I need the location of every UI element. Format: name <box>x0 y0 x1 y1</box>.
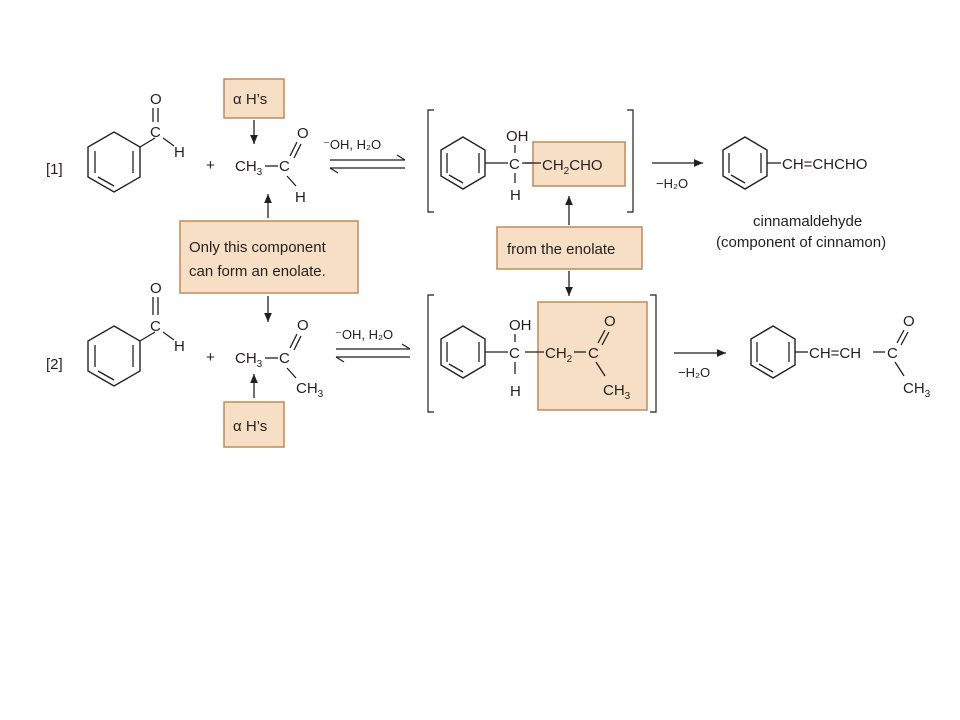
carbonyl-oxygen: O <box>150 91 162 108</box>
alpha-h-callout-bottom: α H’s <box>223 374 285 448</box>
benzaldehyde-2: C O H <box>87 280 185 387</box>
cinnamaldehyde: CH=CHCHO cinnamaldehyde (component of ci… <box>716 136 886 251</box>
methyl-group: CH3 <box>603 382 631 402</box>
product-description: (component of cinnamon) <box>716 234 886 251</box>
enolate-note-callout: Only this component can form an enolate. <box>179 194 359 322</box>
alkene-chain: CH=CH <box>809 345 861 362</box>
ch2-group: CH2 <box>545 345 573 365</box>
acetaldehyde: CH3 C O H <box>235 125 309 206</box>
equilibrium-arrow-1: ⁻OH, H₂O <box>323 137 406 174</box>
hydroxyl: OH <box>506 128 529 145</box>
methyl-group: CH3 <box>235 350 263 370</box>
dehydration-arrow-2: −H₂O <box>674 349 726 380</box>
alpha-h-label: α H’s <box>233 91 267 108</box>
enolate-highlight-1 <box>532 141 626 187</box>
carbonyl-carbon: C <box>279 158 290 175</box>
reaction-2: [2] C O H + CH3 C O CH3 <box>46 280 931 448</box>
propenal-chain: CH=CHCHO <box>782 156 867 173</box>
reaction-1-label: [1] <box>46 161 63 178</box>
dehydration-arrow-1: −H₂O <box>652 159 703 191</box>
product-name: cinnamaldehyde <box>753 213 862 230</box>
enolate-note-line-1: Only this component <box>189 239 327 256</box>
benzaldehyde-1: C O H <box>87 91 185 193</box>
carbonyl-carbon: C <box>150 124 161 141</box>
methyl-group-2: CH3 <box>296 380 324 400</box>
from-enolate-label: from the enolate <box>507 241 615 258</box>
carbinol-carbon: C <box>509 156 520 173</box>
carbinol-carbon: C <box>509 345 520 362</box>
carbonyl-oxygen: O <box>297 317 309 334</box>
plus-sign: + <box>206 349 215 366</box>
reaction-1: [1] C O H + CH3 C O H <box>46 78 886 251</box>
ketone-oxygen: O <box>604 313 616 330</box>
aldol-intermediate-2: C OH H CH2 C O CH3 <box>427 294 657 413</box>
ketone-carbon: C <box>887 345 898 362</box>
hydroxyl: OH <box>509 317 532 334</box>
acetone: CH3 C O CH3 <box>235 317 324 400</box>
reagents-label: ⁻OH, H₂O <box>335 327 393 342</box>
ketone-oxygen: O <box>903 313 915 330</box>
equilibrium-arrow-2: ⁻OH, H₂O <box>335 327 411 363</box>
ch2cho-group: CH2CHO <box>542 157 603 177</box>
enone-product: CH=CH C O CH3 <box>750 313 931 400</box>
carbonyl-carbon: C <box>279 350 290 367</box>
carbonyl-oxygen: O <box>150 280 162 297</box>
enolate-note-line-2: can form an enolate. <box>189 263 326 280</box>
aldehyde-hydrogen: H <box>295 189 306 206</box>
elimination-label: −H₂O <box>678 365 710 380</box>
alpha-h-label: α H’s <box>233 418 267 435</box>
elimination-label: −H₂O <box>656 176 688 191</box>
hydrogen: H <box>510 187 521 204</box>
from-enolate-callout: from the enolate <box>496 196 643 296</box>
carbonyl-oxygen: O <box>297 125 309 142</box>
enolate-highlight-2 <box>537 301 648 411</box>
hydrogen: H <box>510 383 521 400</box>
plus-sign: + <box>206 157 215 174</box>
alpha-h-callout-top: α H’s <box>223 78 285 144</box>
reaction-2-label: [2] <box>46 356 63 373</box>
ketone-carbon: C <box>588 345 599 362</box>
aldehyde-hydrogen: H <box>174 338 185 355</box>
aldol-intermediate-1: C OH H CH2CHO <box>427 109 634 213</box>
methyl-group: CH3 <box>903 380 931 400</box>
carbonyl-carbon: C <box>150 318 161 335</box>
aldehyde-hydrogen: H <box>174 144 185 161</box>
reagents-label: ⁻OH, H₂O <box>323 137 381 152</box>
methyl-group: CH3 <box>235 158 263 178</box>
benzene-ring <box>87 131 141 193</box>
